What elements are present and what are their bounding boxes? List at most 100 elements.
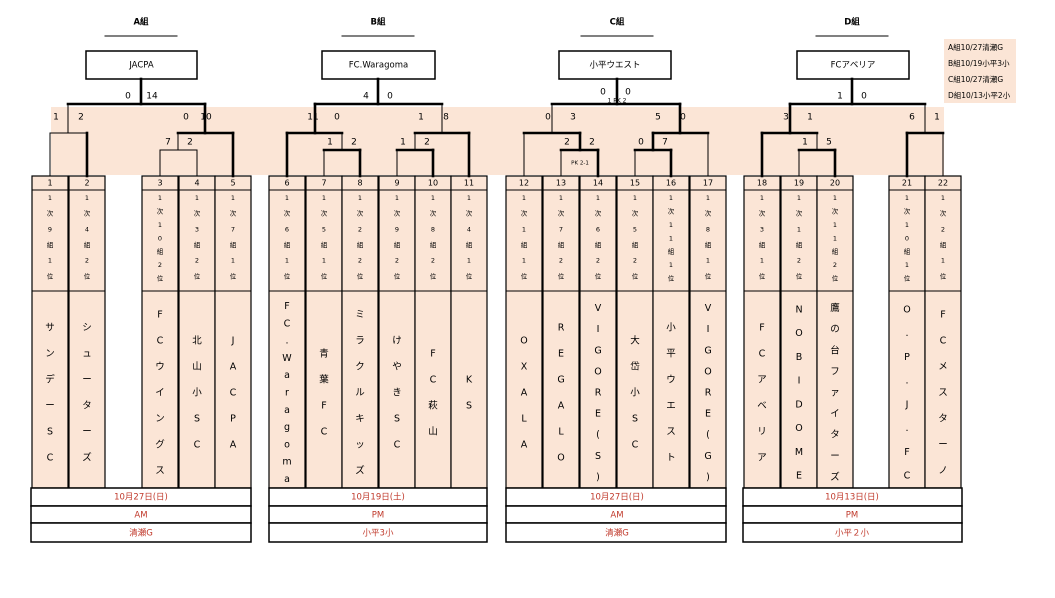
- score-c-first-pk: PK 2-1: [571, 161, 589, 167]
- team-seed-char: 2: [559, 257, 563, 265]
- team-seed-char: 1: [706, 257, 710, 265]
- team-seed-char: 1: [905, 194, 909, 202]
- team-seed-char: 2: [358, 257, 362, 265]
- team-seed-char: 1: [941, 194, 945, 202]
- team-seed-char: 1: [596, 194, 600, 202]
- score-c-first: 0: [638, 138, 644, 148]
- team-seed-char: 1: [48, 194, 52, 202]
- team-name-char: キ: [355, 414, 365, 425]
- team-name-char: ア: [757, 375, 767, 386]
- team-name-char: イ: [155, 388, 165, 399]
- team-seed-char: 組: [157, 247, 164, 256]
- team-name-char: r: [285, 388, 289, 399]
- team-name-char: O: [795, 423, 802, 434]
- team-seed-char: 位: [194, 271, 201, 280]
- team-name-char: ー: [82, 375, 92, 386]
- team-name-char: R: [558, 323, 565, 334]
- team-name-char: タ: [938, 414, 948, 425]
- team-column: [305, 175, 343, 489]
- team-name-char: 山: [428, 427, 438, 438]
- group-label: A組: [133, 17, 149, 28]
- team-seed-char: 組: [321, 240, 328, 249]
- team-name-char: I: [798, 376, 801, 387]
- team-column: [505, 175, 543, 489]
- team-name-char: S: [466, 401, 472, 412]
- team-name-char: o: [284, 439, 290, 450]
- team-number: 22: [938, 179, 948, 188]
- team-column: [214, 175, 252, 489]
- group-winner-name: 小平ウエスト: [589, 60, 640, 71]
- score-a-semi: 2: [78, 113, 84, 123]
- score-final-c-pk: 1 PK 2: [607, 98, 626, 105]
- team-column: [780, 175, 818, 489]
- team-seed-char: 次: [230, 209, 237, 218]
- team-name-char: W: [282, 353, 292, 364]
- team-name-char: C: [194, 440, 201, 451]
- team-seed-char: 組: [230, 240, 237, 249]
- team-name-char: F: [940, 310, 945, 321]
- team-number: 13: [556, 179, 566, 188]
- team-name-char: ュ: [82, 349, 92, 360]
- team-name-char: ウ: [155, 362, 165, 373]
- team-name-char: 北: [192, 336, 202, 347]
- team-name-char: ミ: [355, 310, 365, 321]
- team-name-char: .: [905, 423, 908, 434]
- team-seed-char: 位: [357, 271, 364, 280]
- team-number: 12: [519, 179, 529, 188]
- team-name-char: フ: [830, 366, 840, 377]
- schedule-venue-box: [742, 522, 963, 543]
- team-name-char: G: [704, 451, 711, 462]
- team-seed-char: 次: [84, 209, 91, 218]
- bracket-background-band: [51, 107, 944, 175]
- team-name-char: ノ: [938, 466, 948, 477]
- group-winner-name: FC.Waragoma: [349, 61, 408, 71]
- team-name-char: S: [194, 414, 200, 425]
- team-name-char: グ: [155, 439, 165, 451]
- score-d-semi: 3: [783, 113, 789, 123]
- group-winner-box: [321, 50, 436, 80]
- team-name-char: a: [284, 405, 290, 416]
- score-c-semi: 3: [570, 113, 576, 123]
- team-seed-char: 位: [84, 271, 91, 280]
- team-number: 7: [321, 179, 326, 188]
- team-column: [579, 175, 617, 489]
- team-number: 11: [464, 179, 474, 188]
- team-name-char: タ: [830, 430, 840, 441]
- team-seed-char: 位: [394, 271, 401, 280]
- team-seed-char: 次: [595, 209, 602, 218]
- team-name-char: J: [231, 336, 235, 347]
- team-seed-char: 位: [558, 271, 565, 280]
- team-seed-char: 1: [669, 234, 673, 242]
- team-name-char: M: [795, 447, 803, 458]
- team-name-char: L: [521, 414, 527, 425]
- team-name-char: C: [47, 453, 54, 464]
- team-name-char: C: [759, 349, 766, 360]
- team-seed-char: 位: [157, 274, 164, 283]
- team-seed-char: 1: [285, 194, 289, 202]
- schedule-date: 10月19日(土): [351, 492, 405, 503]
- team-name-char: G: [594, 345, 601, 356]
- team-seed-char: 2: [797, 257, 801, 265]
- team-name-char: 山: [192, 362, 202, 373]
- team-name-char: O: [520, 336, 527, 347]
- team-name-char: 萩: [428, 401, 438, 412]
- score-final-d-right: 0: [861, 92, 867, 102]
- team-name-char: O: [557, 453, 564, 464]
- team-name-char: .: [285, 336, 288, 347]
- team-name-char: D: [795, 399, 802, 410]
- score-a-first: 7: [165, 138, 171, 148]
- team-number: 5: [230, 179, 235, 188]
- legend-line: C組10/27清瀬G: [948, 74, 1003, 84]
- schedule-date: 10月27日(日): [114, 493, 168, 503]
- team-number: 4: [194, 179, 199, 188]
- team-seed-char: 位: [284, 271, 291, 280]
- schedule-venue-box: [30, 522, 252, 543]
- team-name-char: (: [596, 430, 600, 441]
- score-final-d-left: 1: [837, 92, 843, 102]
- team-seed-char: 1: [760, 257, 764, 265]
- team-seed-char: 組: [705, 240, 712, 249]
- team-name-char: ス: [155, 466, 165, 477]
- team-seed-char: 1: [669, 221, 673, 229]
- legend-box: [944, 39, 1016, 103]
- team-seed-char: 2: [158, 261, 162, 269]
